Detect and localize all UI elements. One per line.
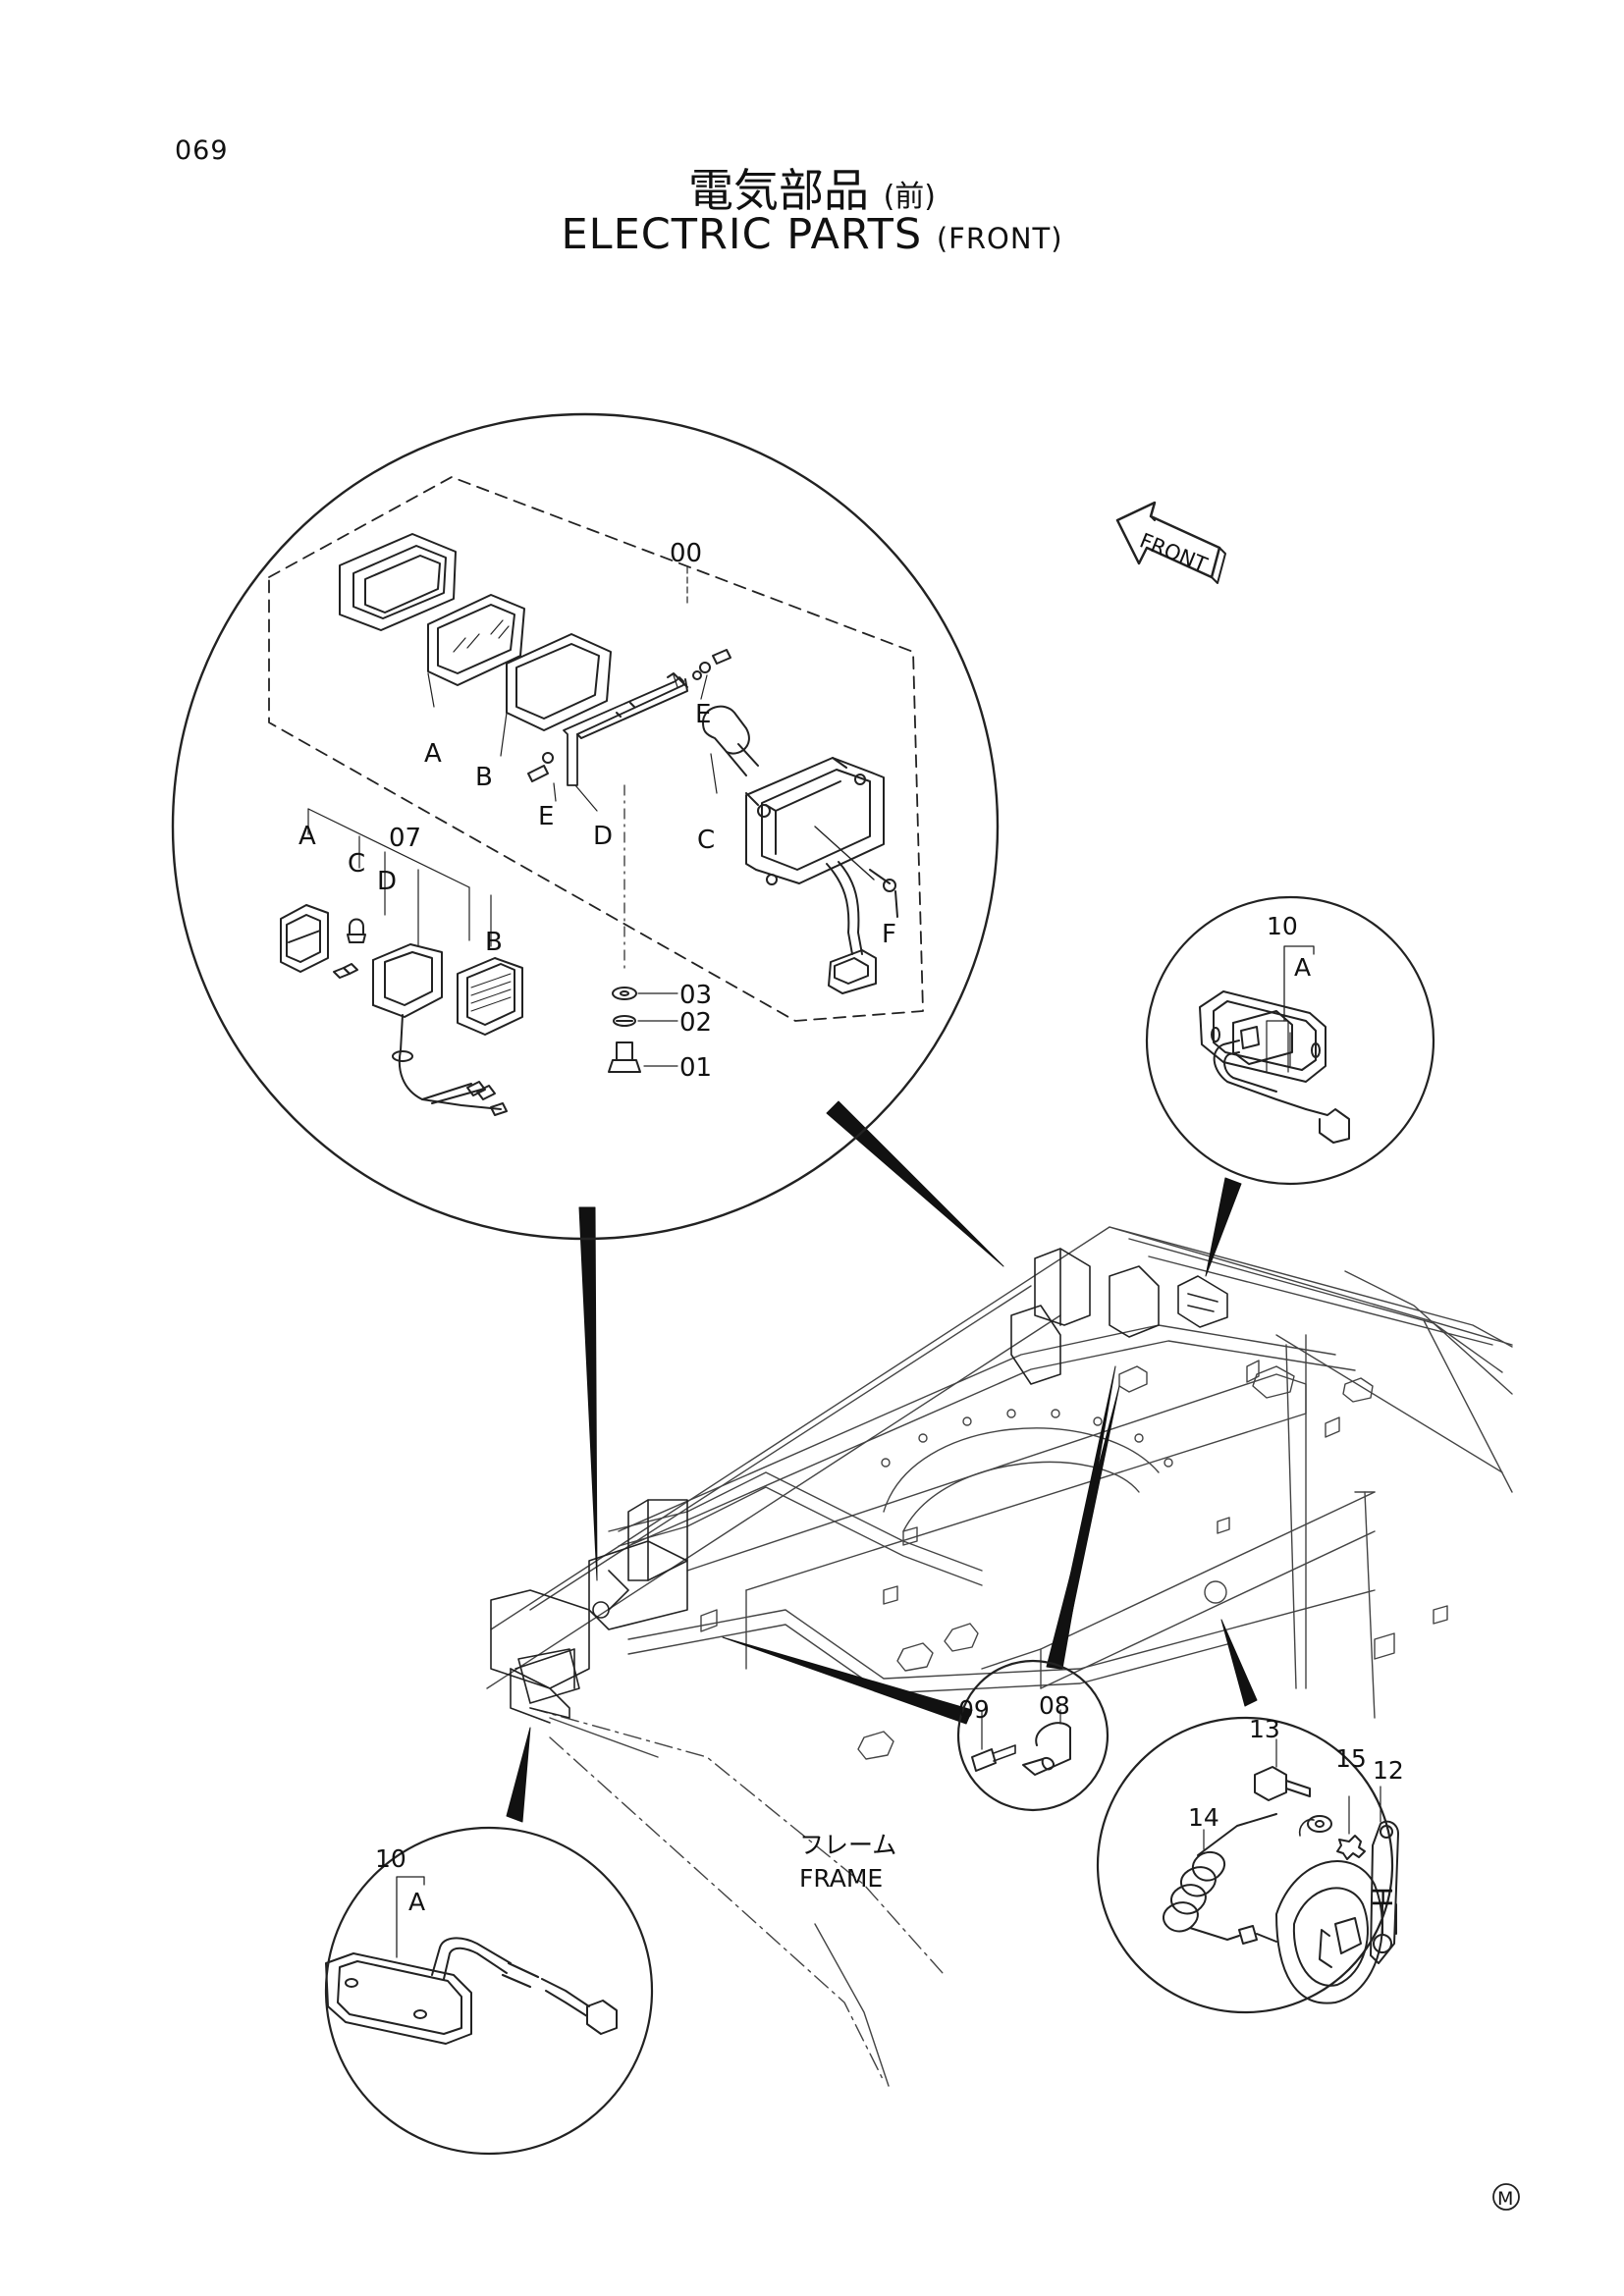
clamp-detail-callouts: 09 08 bbox=[958, 1691, 1070, 1724]
corner-mark-letter: M bbox=[1497, 2188, 1513, 2210]
leader-wedges bbox=[506, 1100, 1258, 1823]
callout-a: A bbox=[424, 739, 442, 769]
frame-label: フレーム FRAME bbox=[799, 1831, 896, 1893]
clearance-lamp-detail-top bbox=[1145, 895, 1435, 1186]
callout-15: 15 bbox=[1335, 1744, 1367, 1773]
callout-b: B bbox=[475, 763, 493, 792]
corner-mark: M bbox=[1492, 2183, 1520, 2211]
callout-07: 07 bbox=[389, 824, 421, 853]
callout-f: F bbox=[882, 920, 896, 949]
title-english-sub: (FRONT) bbox=[936, 222, 1063, 255]
callout-12: 12 bbox=[1373, 1756, 1404, 1785]
callout-a-small: A bbox=[298, 822, 316, 851]
title-japanese: 電気部品 (前) bbox=[0, 155, 1624, 220]
callout-e-left: E bbox=[538, 802, 554, 831]
horn-detail-callouts: 13 15 12 14 H bbox=[1188, 1715, 1404, 1907]
callout-00: 00 bbox=[670, 539, 702, 568]
callout-08: 08 bbox=[1039, 1691, 1070, 1720]
frame-mounted-work-light bbox=[490, 1248, 1228, 1724]
horn-detail-circle bbox=[1096, 1716, 1399, 2014]
clamp-detail-circle bbox=[956, 1659, 1110, 1812]
callout-10-bottom: 10 bbox=[375, 1844, 406, 1873]
title-english-main: ELECTRIC PARTS bbox=[561, 210, 923, 259]
callout-09: 09 bbox=[958, 1695, 990, 1724]
clearance-lamp-detail-bottom bbox=[324, 1826, 654, 2156]
title-japanese-sub: (前) bbox=[883, 180, 937, 214]
callout-a-bottom: A bbox=[408, 1888, 425, 1916]
callout-h: H bbox=[1366, 1887, 1398, 1907]
callout-c: C bbox=[697, 826, 715, 855]
callout-14: 14 bbox=[1188, 1803, 1219, 1832]
callout-d-small: D bbox=[377, 867, 397, 896]
upper-frame-drawing bbox=[486, 1226, 1513, 2087]
frame-label-jp: フレーム bbox=[799, 1831, 896, 1859]
front-label: FRONT bbox=[1136, 529, 1211, 577]
callout-03: 03 bbox=[679, 981, 712, 1010]
work-light-detail-circle bbox=[171, 412, 1000, 1241]
callout-10-top: 10 bbox=[1267, 912, 1298, 940]
clearance-lamp-bottom-callouts: 10 A bbox=[375, 1844, 425, 1916]
callout-01: 01 bbox=[679, 1053, 712, 1083]
work-light-callouts: 00 A B E D C E F 03 02 01 07 A C D B bbox=[298, 539, 896, 1083]
callout-a-top: A bbox=[1294, 953, 1311, 982]
callout-d: D bbox=[593, 822, 613, 851]
title-english: ELECTRIC PARTS (FRONT) bbox=[0, 210, 1624, 259]
frame-label-en: FRAME bbox=[799, 1864, 883, 1893]
page-number: 069 bbox=[175, 135, 229, 166]
callout-b-small: B bbox=[485, 928, 503, 957]
callout-13: 13 bbox=[1249, 1715, 1280, 1743]
callout-02: 02 bbox=[679, 1008, 712, 1038]
front-direction-arrow: FRONT bbox=[1115, 501, 1226, 584]
callout-c-small: C bbox=[348, 849, 365, 879]
clearance-lamp-top-callouts: 10 A bbox=[1267, 912, 1311, 982]
callout-e-right: E bbox=[695, 700, 711, 729]
title-japanese-main: 電気部品 bbox=[687, 164, 869, 217]
